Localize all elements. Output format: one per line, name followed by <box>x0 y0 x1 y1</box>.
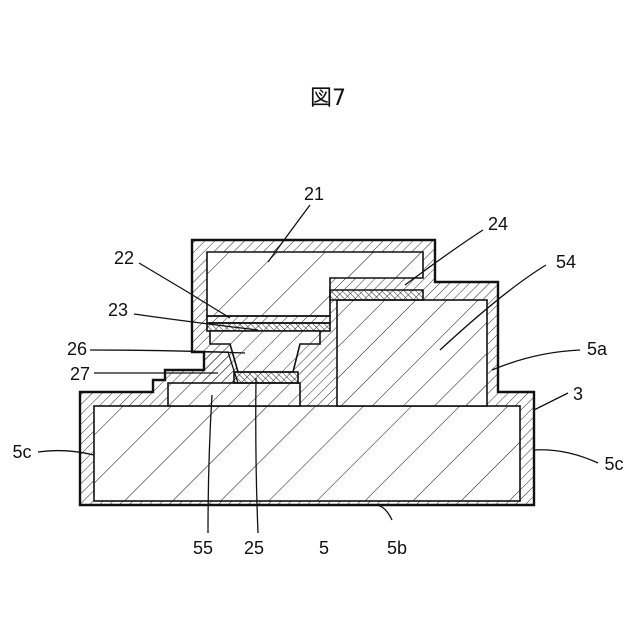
label-25: 25 <box>244 538 264 558</box>
label-22: 22 <box>114 248 134 268</box>
label-5a: 5a <box>587 339 608 359</box>
label-3: 3 <box>573 384 583 404</box>
label-5b: 5b <box>387 538 407 558</box>
label-5: 5 <box>319 538 329 558</box>
component-54 <box>337 300 487 406</box>
solder-25 <box>234 372 298 383</box>
label-24: 24 <box>488 214 508 234</box>
label-26: 26 <box>67 339 87 359</box>
label-5c-right: 5c <box>604 454 623 474</box>
electrode-23 <box>207 323 330 331</box>
label-55: 55 <box>193 538 213 558</box>
label-54: 54 <box>556 252 576 272</box>
label-27: 27 <box>70 364 90 384</box>
pad-55 <box>168 383 300 406</box>
label-5c-left: 5c <box>12 442 31 462</box>
label-23: 23 <box>108 300 128 320</box>
figure-title: 図7 <box>310 86 346 111</box>
layer-24 <box>330 290 423 300</box>
substrate-5 <box>94 406 520 501</box>
label-21: 21 <box>304 184 324 204</box>
